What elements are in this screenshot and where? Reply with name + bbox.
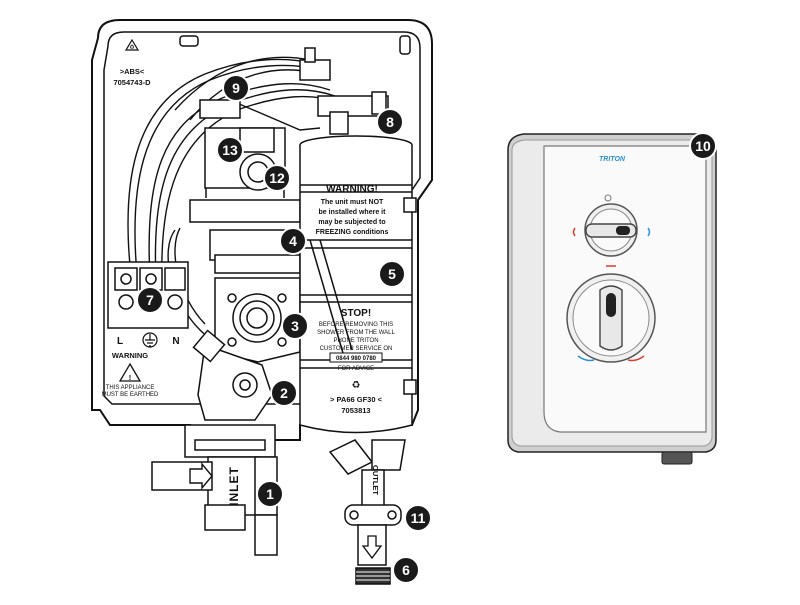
solenoid-valve	[192, 329, 273, 421]
callout-6: 6	[392, 556, 420, 584]
terminal-n-label: N	[172, 336, 179, 347]
pa-material-label: > PA66 GF30 <	[330, 395, 383, 404]
callout-7: 7	[136, 286, 164, 314]
abs-material-label: >ABS<	[120, 67, 145, 76]
outlet-label: OUTLET	[371, 465, 380, 495]
terminal-l-label: L	[117, 336, 123, 347]
callout-11: 11	[404, 504, 432, 532]
callout-number: 2	[280, 385, 288, 401]
top-connectors	[199, 47, 389, 135]
tank-stop-line4: CUSTOMER SERVICE ON	[320, 346, 393, 352]
callout-number: 7	[146, 292, 154, 308]
outlet-assembly	[328, 439, 406, 585]
warning-small-title: WARNING	[112, 351, 148, 360]
callout-8: 8	[376, 108, 404, 136]
callout-number: 3	[291, 318, 299, 334]
callout-number: 8	[386, 114, 394, 130]
arrow-right-icon	[189, 462, 213, 490]
callout-9: 9	[222, 74, 250, 102]
callout-5: 5	[378, 260, 406, 288]
earthed-line2: MUST BE EARTHED	[102, 392, 159, 398]
callout-number: 5	[388, 266, 396, 282]
tank-warning-line4: FREEZING conditions	[316, 229, 389, 236]
callout-number: 11	[411, 510, 426, 526]
tank-warning-title: WARNING!	[326, 184, 378, 195]
callout-number: 6	[402, 562, 410, 578]
heater-tank	[299, 135, 417, 434]
tank-recycle-icon: ♻	[352, 380, 361, 391]
callout-4: 4	[279, 227, 307, 255]
arrow-down-icon	[361, 535, 383, 560]
callout-number: 12	[269, 170, 285, 186]
earthed-line1: THIS APPLIANCE	[106, 385, 155, 391]
callout-10: 10	[689, 132, 717, 160]
part-code-top: 7054743-D	[113, 78, 151, 87]
power-dial[interactable]	[566, 273, 656, 363]
tank-warning-line1: The unit must NOT	[321, 199, 384, 206]
svg-text:♻: ♻	[129, 44, 134, 51]
tank-warning-line3: may be subjected to	[318, 219, 385, 226]
part-code-tank: 7053813	[341, 406, 370, 415]
callout-12: 12	[263, 164, 291, 192]
tank-stop-line1: BEFORE REMOVING THIS	[319, 322, 393, 328]
callout-1: 1	[256, 480, 284, 508]
svg-text:♻: ♻	[352, 380, 361, 391]
callout-number: 1	[266, 486, 274, 502]
callout-2: 2	[270, 379, 298, 407]
svg-text:!: !	[129, 373, 132, 382]
callout-number: 10	[695, 138, 711, 154]
callout-number: 13	[222, 142, 238, 158]
tank-stop-line2: SHOWER FROM THE WALL	[317, 330, 395, 336]
temperature-dial[interactable]	[572, 194, 651, 267]
tank-stop-line5: FOR ADVICE	[338, 366, 374, 372]
brand-logo: TRITON	[599, 156, 626, 163]
inlet-label: INLET	[227, 466, 241, 506]
tank-warning-line2: be installed where it	[319, 209, 387, 216]
callout-number: 4	[289, 233, 297, 249]
callout-number: 9	[232, 80, 240, 96]
warning-triangle-icon: !	[118, 362, 142, 382]
callout-13: 13	[216, 136, 244, 164]
earth-icon	[142, 332, 158, 348]
tank-stop-phone: 0844 980 0780	[336, 356, 377, 362]
tank-stop-title: STOP!	[341, 308, 371, 319]
tank-stop-line3: PHONE TRITON	[333, 338, 378, 344]
callout-3: 3	[281, 312, 309, 340]
recycle-icon: ♻	[124, 38, 140, 51]
